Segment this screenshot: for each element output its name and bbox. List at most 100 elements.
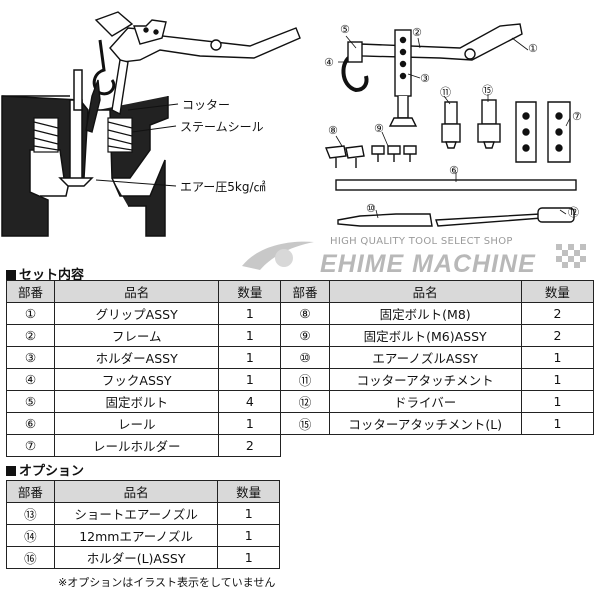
header-name: 品名 xyxy=(328,280,522,303)
checkered-flag-icon xyxy=(556,244,586,268)
header-qty: 数量 xyxy=(520,280,595,303)
options-title-text: オプション xyxy=(19,464,85,479)
cell-no: ⑤ xyxy=(5,390,56,413)
cell-name: 固定ボルト(M6)ASSY xyxy=(328,324,522,347)
cell-qty: 1 xyxy=(218,412,282,435)
cell-no: ⑮ xyxy=(280,412,330,435)
cell-qty: 2 xyxy=(520,302,595,325)
header-name: 品名 xyxy=(54,280,220,303)
cell-qty: 1 xyxy=(520,346,595,369)
cell-no: ⑦ xyxy=(5,434,56,457)
callout-stem-seal: ステームシール xyxy=(180,120,264,134)
cell-no: ② xyxy=(5,324,56,347)
cell-qty: 1 xyxy=(217,546,280,569)
header-name: 品名 xyxy=(53,480,219,503)
options-table: 部番 品名 数量 ⑬ ショートエアーノズル 1 ⑭ 12mmエアーノズル 1 ⑯… xyxy=(6,480,280,569)
header-no: 部番 xyxy=(280,280,330,303)
cell-qty: 1 xyxy=(520,390,595,413)
cell-no: ⑨ xyxy=(280,324,330,347)
cell-name: エアーノズルASSY xyxy=(328,346,522,369)
empty-cell xyxy=(521,435,593,457)
cell-qty: 2 xyxy=(218,434,282,457)
part-number-callouts: ⑤ ④ ② ③ ① ⑧ ⑨ ⑥ ⑩ ⑪ ⑮ ⑦ ⑫ xyxy=(324,23,582,219)
set-contents-title: セット内容 xyxy=(6,264,84,283)
cell-qty: 1 xyxy=(218,346,282,369)
cell-qty: 1 xyxy=(520,412,595,435)
cell-no: ⑪ xyxy=(280,368,330,391)
compressor-tool-mounted xyxy=(85,11,301,133)
cell-qty: 1 xyxy=(218,324,282,347)
part-no-11: ⑪ xyxy=(440,86,451,99)
part-no-7: ⑦ xyxy=(572,110,582,123)
cell-name: グリップASSY xyxy=(54,302,220,325)
options-note: ※オプションはイラスト表示をしていません xyxy=(58,576,276,589)
cell-qty: 1 xyxy=(218,368,282,391)
cell-name: ホルダーASSY xyxy=(54,346,220,369)
part-no-6: ⑥ xyxy=(449,164,459,177)
set-contents-table: 部番 品名 数量 部番 品名 数量 ① グリップASSY 1 ⑧ 固定ボルト(M… xyxy=(5,280,595,457)
cell-no: ⑫ xyxy=(280,390,330,413)
table-row: ① グリップASSY 1 ⑧ 固定ボルト(M8) 2 xyxy=(5,302,595,325)
empty-cell xyxy=(281,435,329,457)
cell-no: ⑧ xyxy=(280,302,330,325)
cell-name: 12mmエアーノズル xyxy=(53,524,219,547)
table-row: ⑦ レールホルダー 2 xyxy=(5,434,594,457)
cell-no: ⑩ xyxy=(280,346,330,369)
table-row: ③ ホルダーASSY 1 ⑩ エアーノズルASSY 1 xyxy=(5,346,595,369)
header-no: 部番 xyxy=(6,480,55,503)
cell-qty: 1 xyxy=(217,502,280,525)
cell-qty: 1 xyxy=(217,524,280,547)
cell-qty: 1 xyxy=(218,302,282,325)
cell-qty: 4 xyxy=(218,390,282,413)
callout-lines xyxy=(95,103,179,187)
brand-logo-swoosh xyxy=(242,241,314,270)
part-no-15: ⑮ xyxy=(482,84,493,97)
table-row: ⑬ ショートエアーノズル 1 xyxy=(6,502,280,525)
square-bullet-icon xyxy=(6,466,16,476)
cell-no: ④ xyxy=(5,368,56,391)
cell-qty: 2 xyxy=(520,324,595,347)
header-qty: 数量 xyxy=(217,480,280,503)
cell-name: レールホルダー xyxy=(54,434,220,457)
exploded-parts-drawing xyxy=(325,23,577,227)
part-no-5: ⑤ xyxy=(340,23,350,36)
table-row: ⑯ ホルダー(L)ASSY 1 xyxy=(6,546,280,569)
cell-qty: 1 xyxy=(520,368,595,391)
part-no-1: ① xyxy=(528,42,538,55)
table-row: ⑤ 固定ボルト 4 ⑫ ドライバー 1 xyxy=(5,390,595,413)
cell-name: フックASSY xyxy=(54,368,220,391)
options-title: オプション xyxy=(6,460,84,479)
part-no-2: ② xyxy=(412,26,422,39)
table-row: ⑥ レール 1 ⑮ コッターアタッチメント(L) 1 xyxy=(5,412,595,435)
cell-name: 固定ボルト(M8) xyxy=(328,302,522,325)
part-no-8: ⑧ xyxy=(328,124,338,137)
set-contents-title-text: セット内容 xyxy=(19,268,85,283)
square-bullet-icon xyxy=(6,270,16,280)
cell-name: ドライバー xyxy=(328,390,522,413)
cell-no: ① xyxy=(5,302,56,325)
callout-cotter: コッター xyxy=(182,98,231,112)
cylinder-head-drawing xyxy=(1,69,169,237)
part-no-3: ③ xyxy=(420,72,430,85)
cell-name: コッターアタッチメント(L) xyxy=(328,412,522,435)
header-qty: 数量 xyxy=(218,280,282,303)
table-row: ⑭ 12mmエアーノズル 1 xyxy=(6,524,280,547)
cell-no: ⑥ xyxy=(5,412,56,435)
cell-no: ⑬ xyxy=(6,502,55,525)
cell-name: フレーム xyxy=(54,324,220,347)
table-row: ② フレーム 1 ⑨ 固定ボルト(M6)ASSY 2 xyxy=(5,324,595,347)
cell-no: ③ xyxy=(5,346,56,369)
table-header-row: 部番 品名 数量 xyxy=(6,480,280,503)
part-no-10: ⑩ xyxy=(366,202,376,215)
part-no-4: ④ xyxy=(324,56,334,69)
part-no-9: ⑨ xyxy=(374,122,384,135)
table-header-row: 部番 品名 数量 部番 品名 数量 xyxy=(5,280,595,303)
cell-name: ショートエアーノズル xyxy=(53,502,219,525)
cell-name: ホルダー(L)ASSY xyxy=(53,546,219,569)
watermark-tagline: HIGH QUALITY TOOL SELECT SHOP xyxy=(330,236,513,247)
cell-no: ⑯ xyxy=(6,546,55,569)
table-row: ④ フックASSY 1 ⑪ コッターアタッチメント 1 xyxy=(5,368,595,391)
empty-cell xyxy=(329,435,521,457)
cell-name: コッターアタッチメント xyxy=(328,368,522,391)
tool-illustration: ⑤ ④ ② ③ ① ⑧ ⑨ ⑥ ⑩ ⑪ ⑮ ⑦ ⑫ xyxy=(1,11,582,237)
